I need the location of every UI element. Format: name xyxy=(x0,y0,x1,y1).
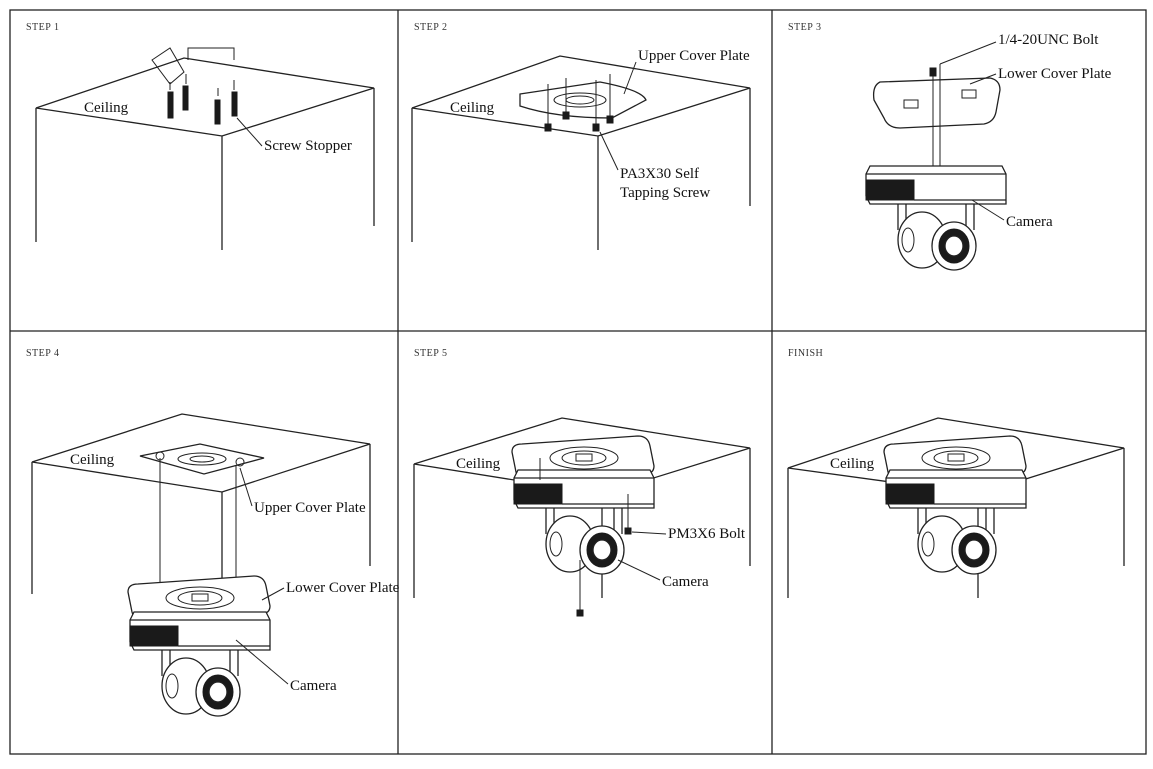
panel-step-3: STEP 3 1/4-20UNC Bolt Lower Cover Plate … xyxy=(788,22,1112,271)
leader-line xyxy=(261,587,285,601)
self-tapping-screws xyxy=(544,74,614,132)
ceiling-box xyxy=(411,55,751,250)
leader-line xyxy=(623,61,637,95)
leader-line xyxy=(239,467,253,507)
panel-finish: FINISH Ceiling xyxy=(787,348,1125,598)
panel-step-5: STEP 5 Ceiling PM3X6 Bolt Camera xyxy=(413,348,751,617)
leader-line xyxy=(235,639,289,685)
screw-stoppers xyxy=(151,47,238,125)
upper-cover-plate xyxy=(139,443,265,475)
camera xyxy=(513,469,655,575)
panel-step-1: STEP 1 Ceiling Screw Stopper xyxy=(26,22,375,250)
leader-line xyxy=(969,73,997,85)
self-tapping-screw-label: PA3X30 Self xyxy=(620,166,699,182)
ceiling-label: Ceiling xyxy=(450,100,495,116)
panel-step-4: STEP 4 Ceiling Upper Cover Plate Lower C… xyxy=(26,348,400,717)
leader-line xyxy=(617,559,661,581)
leader-line xyxy=(971,199,1005,221)
leader-line xyxy=(939,41,997,65)
upper-cover-plate-label: Upper Cover Plate xyxy=(254,500,366,516)
lower-cover-plate-label: Lower Cover Plate xyxy=(998,66,1112,82)
step-title: STEP 2 xyxy=(414,22,447,33)
lower-cover-plate xyxy=(872,77,1001,129)
ceiling-box xyxy=(35,57,375,250)
guide-lines xyxy=(159,458,237,598)
step-title: STEP 5 xyxy=(414,348,447,359)
panel-grid xyxy=(9,9,1147,755)
upper-cover-plate xyxy=(519,81,647,119)
leader-line xyxy=(631,531,667,535)
pm3x6-bolts xyxy=(539,458,632,617)
camera xyxy=(885,469,1027,575)
bolt-1-4-20unc xyxy=(929,64,941,178)
step-title: STEP 4 xyxy=(26,348,59,359)
self-tapping-screw-label-line2: Tapping Screw xyxy=(620,185,710,201)
leader-line xyxy=(599,131,619,171)
step-title: STEP 3 xyxy=(788,22,821,33)
bolt-label: 1/4-20UNC Bolt xyxy=(998,32,1099,48)
upper-cover-plate-label: Upper Cover Plate xyxy=(638,48,750,64)
lower-cover-plate-label: Lower Cover Plate xyxy=(286,580,400,596)
camera-label: Camera xyxy=(290,678,337,694)
camera-label: Camera xyxy=(662,574,709,590)
panel-step-2: STEP 2 Ceiling Upper Cover Plate PA3X30 … xyxy=(411,22,751,250)
step-title: STEP 1 xyxy=(26,22,59,33)
step-title: FINISH xyxy=(788,348,823,359)
ceiling-label: Ceiling xyxy=(456,456,501,472)
ceiling-label: Ceiling xyxy=(830,456,875,472)
ceiling-label: Ceiling xyxy=(84,100,129,116)
bolt-label: PM3X6 Bolt xyxy=(668,526,746,542)
camera xyxy=(129,611,271,717)
camera-label: Camera xyxy=(1006,214,1053,230)
camera xyxy=(865,165,1007,271)
ceiling-label: Ceiling xyxy=(70,452,115,468)
leader-line xyxy=(236,117,263,147)
screw-stopper-label: Screw Stopper xyxy=(264,138,352,154)
